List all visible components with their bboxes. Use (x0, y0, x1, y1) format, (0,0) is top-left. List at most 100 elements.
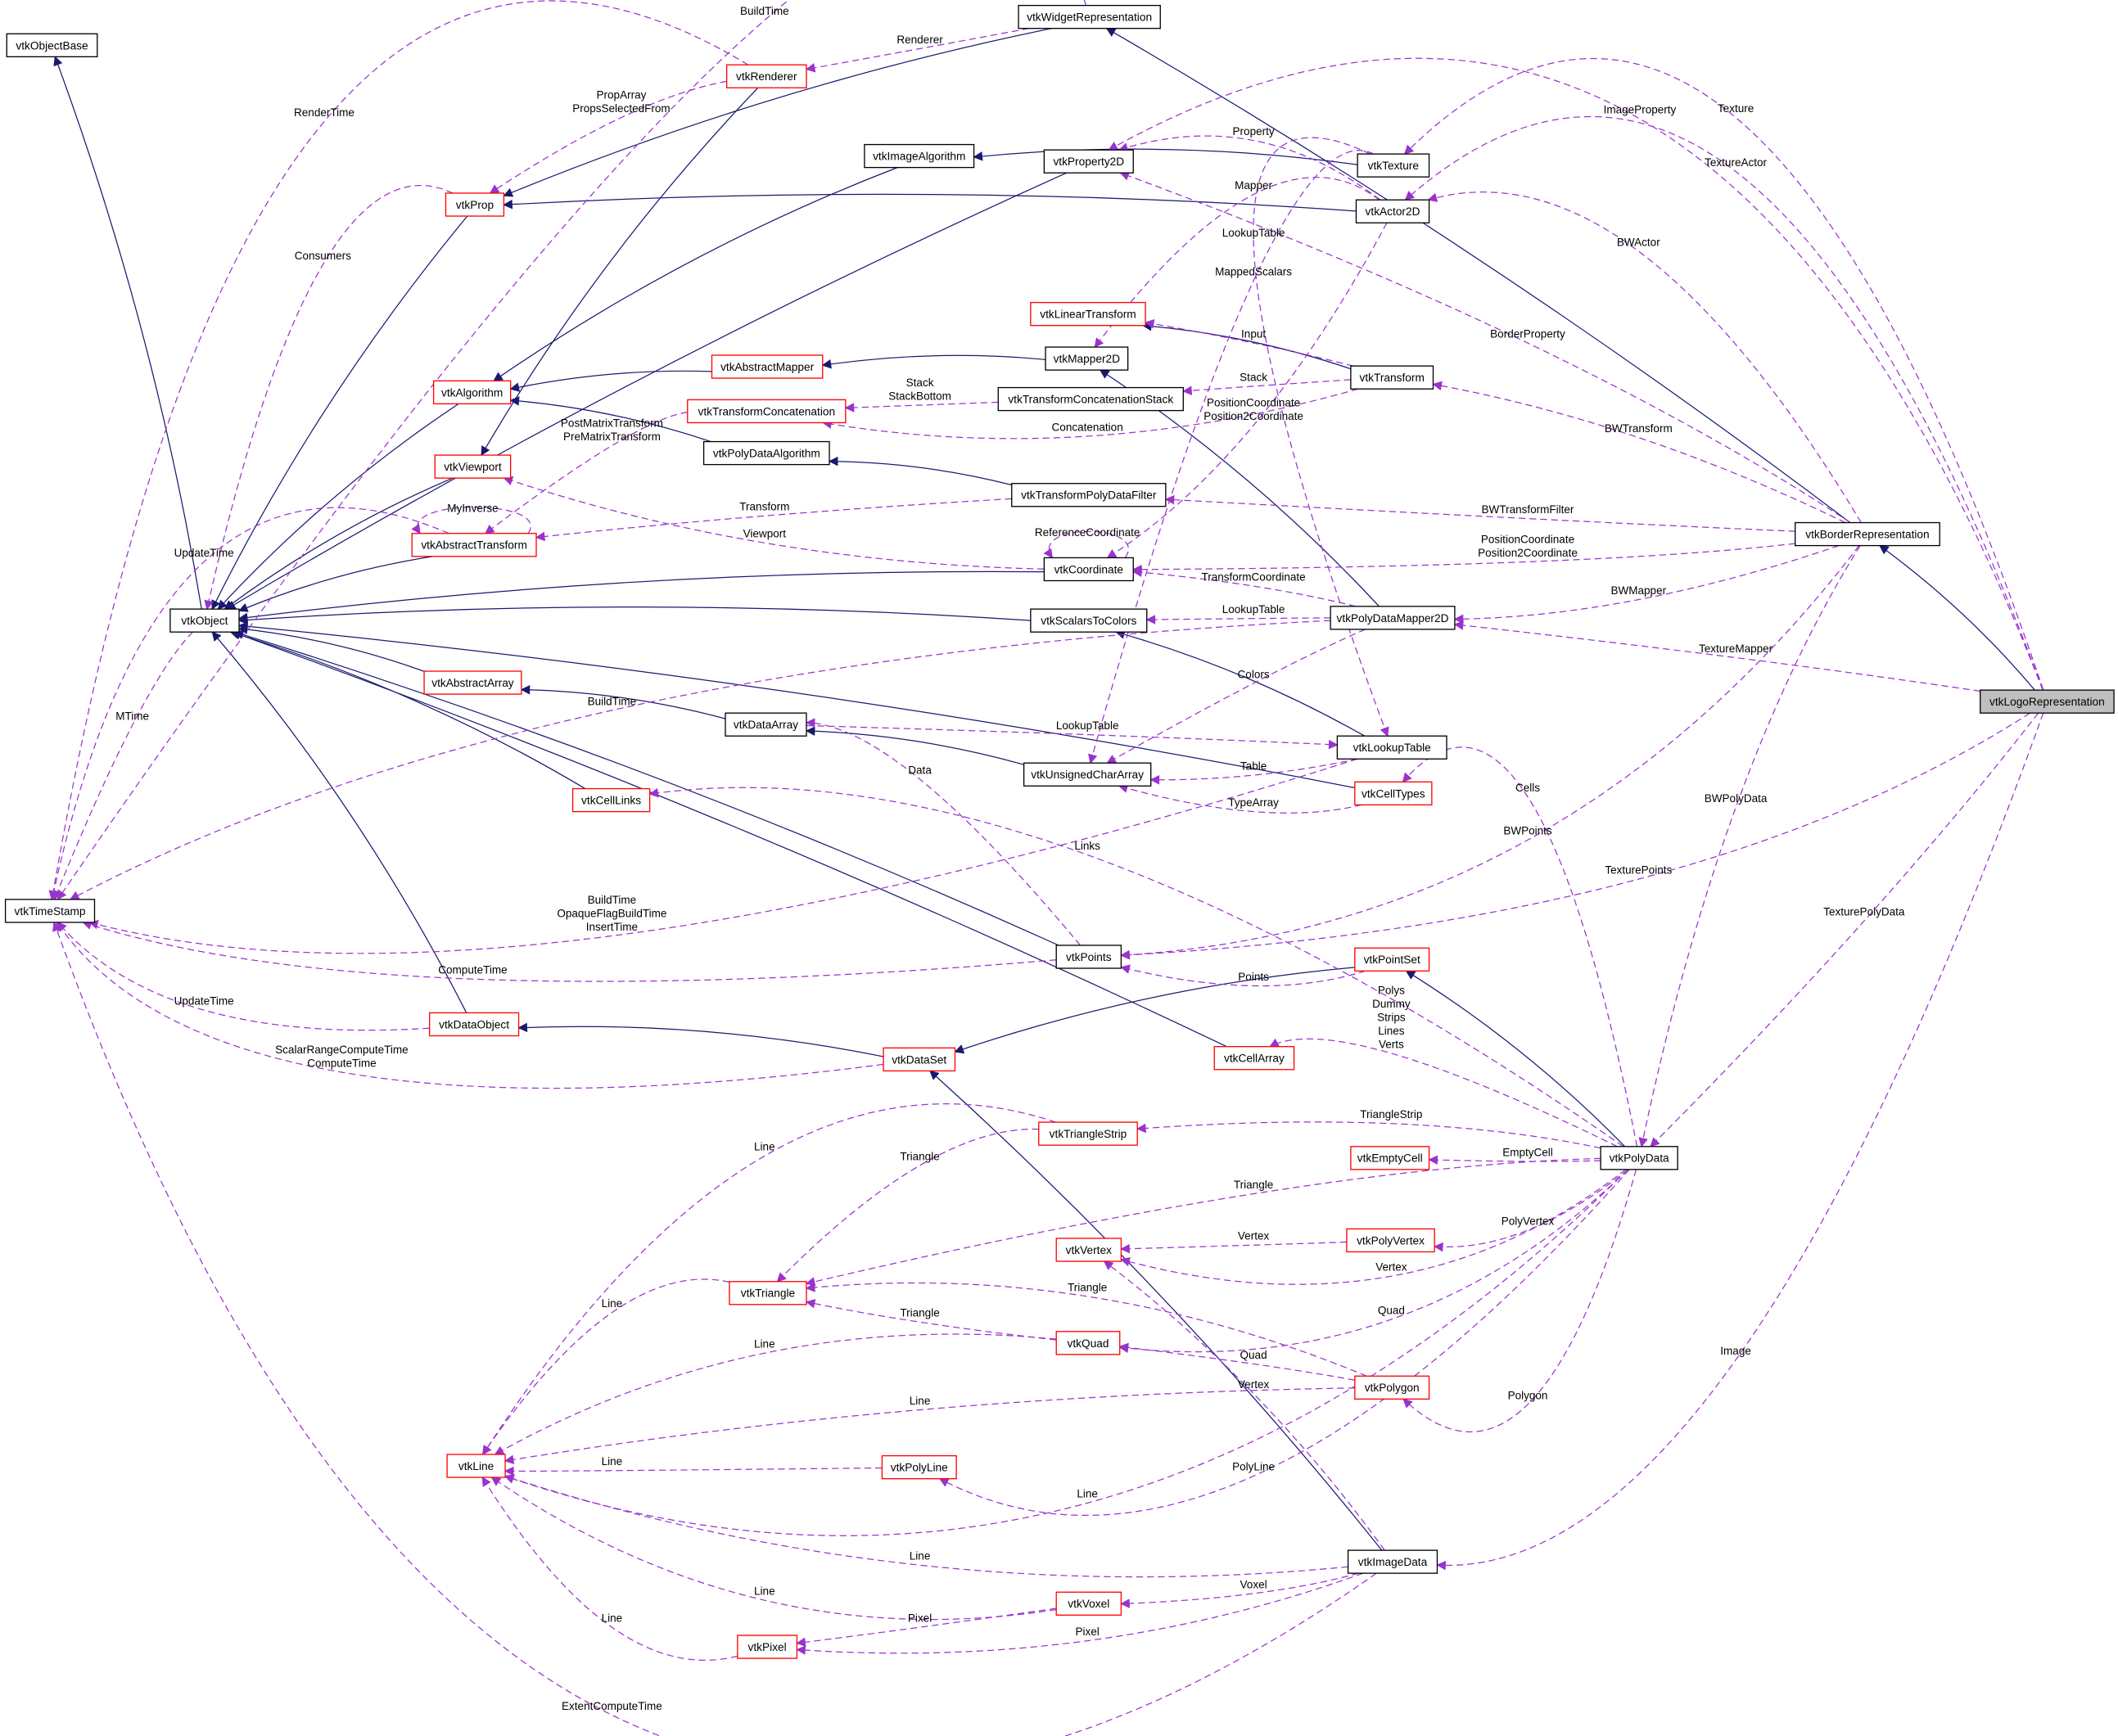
class-node-triangle[interactable]: vtkTriangle (729, 1281, 807, 1305)
class-node-coordinate[interactable]: vtkCoordinate (1043, 557, 1134, 582)
edge-label: Pixel (1075, 1626, 1099, 1638)
node-label: vtkPolyData (1610, 1152, 1669, 1165)
class-node-points[interactable]: vtkPoints (1055, 945, 1122, 969)
class-node-transform[interactable]: vtkTransform (1350, 365, 1434, 390)
node-label: vtkVoxel (1068, 1598, 1109, 1610)
node-label: vtkTransformPolyDataFilter (1021, 489, 1157, 502)
edge-label: Voxel (1240, 1578, 1267, 1590)
class-node-viewport[interactable]: vtkViewport (434, 454, 512, 479)
class-node-poly-vertex[interactable]: vtkPolyVertex (1346, 1228, 1435, 1253)
class-node-cell-links[interactable]: vtkCellLinks (571, 787, 651, 813)
class-node-triangle-strip[interactable]: vtkTriangleStrip (1038, 1121, 1138, 1146)
class-node-widget-representation[interactable]: vtkWidgetRepresentation (1018, 4, 1161, 29)
edge-label: Data (908, 764, 932, 776)
class-node-cell-types[interactable]: vtkCellTypes (1354, 781, 1433, 806)
class-node-polygon[interactable]: vtkPolygon (1354, 1375, 1430, 1400)
class-node-prop[interactable]: vtkProp (445, 192, 505, 217)
class-node-unsigned-char-array[interactable]: vtkUnsignedCharArray (1023, 762, 1152, 787)
class-node-renderer[interactable]: vtkRenderer (725, 64, 807, 88)
class-node-image-data[interactable]: vtkImageData (1347, 1549, 1438, 1574)
usage-edge-actor2-d-to-coordinate (1106, 222, 1388, 559)
class-node-poly-data[interactable]: vtkPolyData (1600, 1146, 1678, 1170)
inheritance-edge-abstract-transform-to-object (237, 556, 434, 612)
class-node-actor2-d[interactable]: vtkActor2D (1355, 199, 1430, 223)
edge-label: Line (602, 1297, 623, 1310)
class-node-poly-line[interactable]: vtkPolyLine (881, 1454, 957, 1480)
edge-label: Input (1241, 328, 1266, 340)
inheritance-edge-widget-representation-to-prop (503, 28, 1052, 197)
class-node-vertex[interactable]: vtkVertex (1055, 1238, 1122, 1262)
class-node-algorithm[interactable]: vtkAlgorithm (432, 380, 512, 405)
node-box (687, 399, 847, 424)
class-node-image-algorithm[interactable]: vtkImageAlgorithm (864, 143, 975, 169)
class-node-line[interactable]: vtkLine (446, 1454, 506, 1478)
class-node-quad[interactable]: vtkQuad (1055, 1331, 1121, 1355)
usage-edge-points-to-data-array (805, 718, 1081, 946)
class-node-point-set[interactable]: vtkPointSet (1354, 947, 1430, 972)
class-node-transform-concatenation[interactable]: vtkTransformConcatenation (687, 399, 847, 424)
class-node-transform-concatenation-stack[interactable]: vtkTransformConcatenationStack (997, 386, 1184, 412)
class-node-pixel[interactable]: vtkPixel (737, 1635, 798, 1659)
node-box (1355, 199, 1430, 223)
usage-edge-poly-vertex-to-vertex (1120, 1241, 1347, 1254)
edge-label: Links (1074, 840, 1100, 852)
class-node-poly-data-algorithm[interactable]: vtkPolyDataAlgorithm (702, 440, 830, 466)
class-node-data-object[interactable]: vtkDataObject (428, 1012, 520, 1037)
node-box (1346, 1228, 1435, 1253)
node-box (1030, 608, 1148, 633)
edge-label: TextureActor (1705, 156, 1767, 169)
usage-edge-border-representation-to-points (1120, 545, 1860, 960)
class-node-abstract-array[interactable]: vtkAbstractArray (423, 670, 522, 695)
usage-edge-polygon-to-triangle (805, 1282, 1367, 1377)
class-node-abstract-mapper[interactable]: vtkAbstractMapper (711, 354, 824, 379)
class-node-border-representation[interactable]: vtkBorderRepresentation (1795, 521, 1940, 547)
class-node-property2-d[interactable]: vtkProperty2D (1043, 149, 1134, 174)
node-label: vtkCellArray (1224, 1053, 1285, 1065)
class-node-object-base[interactable]: vtkObjectBase (6, 33, 98, 57)
usage-edge-transform-poly-data-filter-to-abstract-transform (535, 498, 1012, 542)
node-box (1055, 945, 1122, 969)
node-box (445, 192, 505, 217)
edge-label: Line (602, 1455, 623, 1468)
edge-label: Image (1720, 1345, 1751, 1357)
edge-label: TypeArray (1228, 796, 1279, 809)
inheritance-edge-border-representation-to-widget-representation (1105, 28, 1851, 524)
usage-edge-triangle-strip-to-line (482, 1103, 1056, 1455)
class-node-mapper2-d[interactable]: vtkMapper2D (1045, 346, 1129, 371)
class-node-lookup-table[interactable]: vtkLookupTable (1336, 735, 1447, 760)
class-node-poly-data-mapper2-d[interactable]: vtkPolyDataMapper2D (1330, 606, 1456, 630)
class-node-abstract-transform[interactable]: vtkAbstractTransform (411, 533, 537, 557)
usage-edge-data-array-to-lookup-table (806, 724, 1339, 750)
usage-edge-poly-data-to-empty-cell (1428, 1155, 1601, 1165)
class-node-cell-array[interactable]: vtkCellArray (1213, 1046, 1295, 1071)
node-label: vtkAbstractArray (431, 677, 514, 689)
node-box (883, 1047, 956, 1072)
class-node-data-set[interactable]: vtkDataSet (883, 1047, 956, 1072)
class-node-data-array[interactable]: vtkDataArray (725, 712, 807, 737)
class-node-voxel[interactable]: vtkVoxel (1055, 1591, 1122, 1616)
usage-edge-image-data-to-pixel (796, 1572, 1364, 1655)
edge-label: Lines (1378, 1025, 1405, 1037)
class-node-logo-representation[interactable]: vtkLogoRepresentation (1980, 689, 2115, 714)
usage-edge-border-representation-to-property2-d (1119, 171, 1851, 524)
edge-label: PositionCoordinate (1481, 533, 1574, 545)
class-node-empty-cell[interactable]: vtkEmptyCell (1350, 1146, 1430, 1170)
usage-edge-image-data-to-time-stamp (52, 921, 1377, 1736)
class-node-time-stamp[interactable]: vtkTimeStamp (4, 899, 96, 923)
class-node-scalars-to-colors[interactable]: vtkScalarsToColors (1030, 608, 1148, 633)
class-node-object[interactable]: vtkObject (169, 608, 240, 633)
class-node-transform-poly-data-filter[interactable]: vtkTransformPolyDataFilter (1011, 483, 1167, 507)
node-label: vtkWidgetRepresentation (1027, 11, 1152, 24)
edge-label: Line (910, 1395, 931, 1407)
edge-label: BorderProperty (1490, 328, 1565, 340)
edge-label: ExtentComputeTime (562, 1700, 662, 1712)
usage-edge-poly-data-mapper2-d-to-scalars-to-colors (1145, 615, 1331, 625)
node-label: vtkUnsignedCharArray (1031, 769, 1144, 781)
class-node-texture[interactable]: vtkTexture (1357, 153, 1430, 178)
edge-label: PropsSelectedFrom (572, 102, 670, 115)
node-box (1055, 1238, 1122, 1262)
class-node-linear-transform[interactable]: vtkLinearTransform (1030, 301, 1146, 327)
node-box (571, 787, 651, 813)
inheritance-edge-prop-to-object (211, 215, 468, 611)
